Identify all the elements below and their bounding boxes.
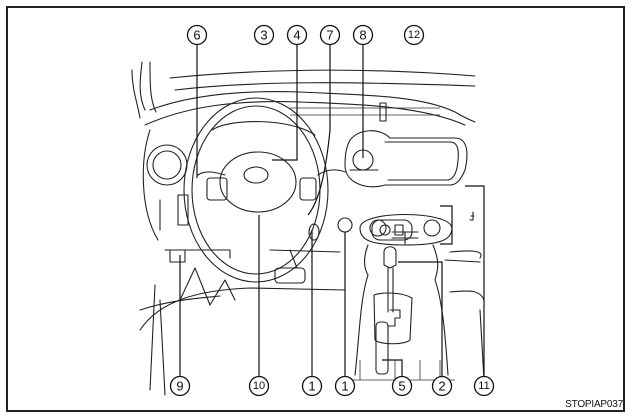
figure-code: STOPIAP037 — [565, 399, 623, 410]
callout-6: 6 — [186, 24, 208, 46]
callout-12: 12 — [403, 24, 425, 46]
callout-label: 5 — [398, 379, 405, 394]
leader-lines — [179, 45, 485, 376]
callout-label: 8 — [359, 28, 366, 43]
callout-label: 6 — [193, 28, 200, 43]
callouts-bottom: 9 10 1 1 5 2 11 — [169, 375, 495, 397]
callout-label: 11 — [478, 380, 489, 392]
callout-5: 5 — [391, 375, 413, 397]
callout-1a: 1 — [301, 375, 323, 397]
callout-3: 3 — [253, 24, 275, 46]
callout-label: 2 — [438, 379, 445, 394]
callout-label: 12 — [408, 29, 420, 41]
callout-label: 7 — [326, 28, 333, 43]
callout-label: 9 — [176, 379, 183, 394]
callout-7: 7 — [319, 24, 341, 46]
callout-4: 4 — [286, 24, 308, 46]
callout-label: 1 — [308, 379, 315, 394]
callout-1b: 1 — [334, 375, 356, 397]
dashboard-drawing — [131, 61, 485, 396]
callout-11: 11 — [473, 375, 495, 397]
callout-10: 10 — [248, 375, 270, 397]
callout-label: 1 — [341, 379, 348, 394]
callout-label: 3 — [260, 28, 267, 43]
diagram-frame — [6, 6, 625, 412]
callout-2: 2 — [431, 375, 453, 397]
callout-label: 10 — [253, 380, 265, 392]
callout-8: 8 — [352, 24, 374, 46]
callouts-top: 6 3 4 7 8 12 — [186, 24, 425, 46]
callout-label: 4 — [293, 28, 300, 43]
callout-9: 9 — [169, 375, 191, 397]
